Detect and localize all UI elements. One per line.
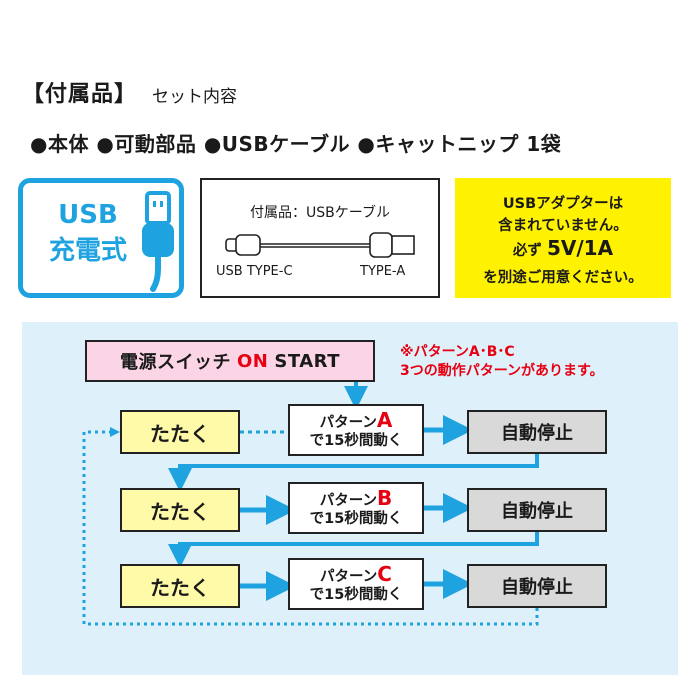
auto-stop-step-3: 自動停止: [467, 564, 607, 608]
pattern-note: ※パターンA･B･C 3つの動作パターンがあります。: [400, 343, 604, 381]
adapter-notice-line3: 必ず 5V/1A: [455, 236, 671, 260]
pattern-prefix: パターン: [320, 568, 378, 585]
arrow-stop2-tap3: [168, 532, 539, 568]
auto-stop-step-2: 自動停止: [467, 488, 607, 532]
usb-plug-icon: [142, 191, 174, 292]
adapter-notice-line2: 含まれていません。: [498, 218, 628, 234]
adapter-notice-prefix: 必ず: [512, 243, 542, 259]
loop-back-dotted: [82, 430, 539, 626]
contents-list: ●本体 ●可動部品 ●USBケーブル ●キャットニップ 1袋: [30, 132, 562, 156]
adapter-spec-value: 5V/1A: [546, 236, 614, 260]
adapter-notice-line1: USBアダプターは: [502, 196, 624, 212]
pattern-letter: A: [376, 407, 393, 432]
pattern-note-line1: ※パターンA･B･C: [400, 344, 515, 360]
tap-step-2: たたく: [120, 488, 240, 532]
pattern-duration: で15秒間動く: [309, 510, 403, 527]
pattern-note-line2: 3つの動作パターンがあります。: [400, 363, 604, 379]
usb-badge-line1: USB: [58, 200, 118, 230]
pattern-step-b: パターンB で15秒間動く: [288, 482, 424, 534]
pattern-letter: B: [377, 485, 393, 510]
cable-info-box: 付属品：USBケーブル USB TYPE-C TYPE-A: [200, 178, 440, 298]
usb-badge-label: USB 充電式: [43, 197, 133, 269]
tap-step-1: たたく: [120, 410, 240, 454]
usb-cable-icon: [225, 232, 415, 258]
usb-charging-badge: USB 充電式: [18, 178, 184, 298]
power-switch-step: 電源スイッチ ON START: [85, 340, 375, 382]
tap-step-3: たたく: [120, 564, 240, 608]
section-subtitle: セット内容: [152, 87, 237, 107]
pattern-duration: で15秒間動く: [309, 432, 403, 449]
pattern-step-a: パターンA で15秒間動く: [288, 404, 424, 456]
auto-stop-step-1: 自動停止: [467, 410, 607, 454]
adapter-notice: USBアダプターは 含まれていません。 必ず 5V/1A を別途ご用意ください。: [455, 178, 671, 298]
adapter-notice-line4: を別途ご用意ください。: [483, 270, 643, 286]
pattern-duration: で15秒間動く: [309, 586, 403, 603]
type-a-label: TYPE-A: [360, 264, 406, 279]
pattern-step-c: パターンC で15秒間動く: [288, 558, 424, 610]
power-on-label: ON: [237, 350, 269, 372]
type-c-label: USB TYPE-C: [216, 264, 293, 279]
section-title: 【付属品】: [22, 82, 138, 107]
cable-title: 付属品：USBケーブル: [250, 205, 390, 221]
pattern-prefix: パターン: [319, 492, 378, 509]
usb-badge-line2: 充電式: [48, 236, 127, 266]
pattern-prefix: パターン: [319, 414, 377, 431]
power-start-label: START: [274, 350, 340, 372]
arrow-stop1-tap2: [168, 454, 539, 492]
power-label: 電源スイッチ: [120, 352, 231, 373]
pattern-letter: C: [377, 561, 392, 586]
